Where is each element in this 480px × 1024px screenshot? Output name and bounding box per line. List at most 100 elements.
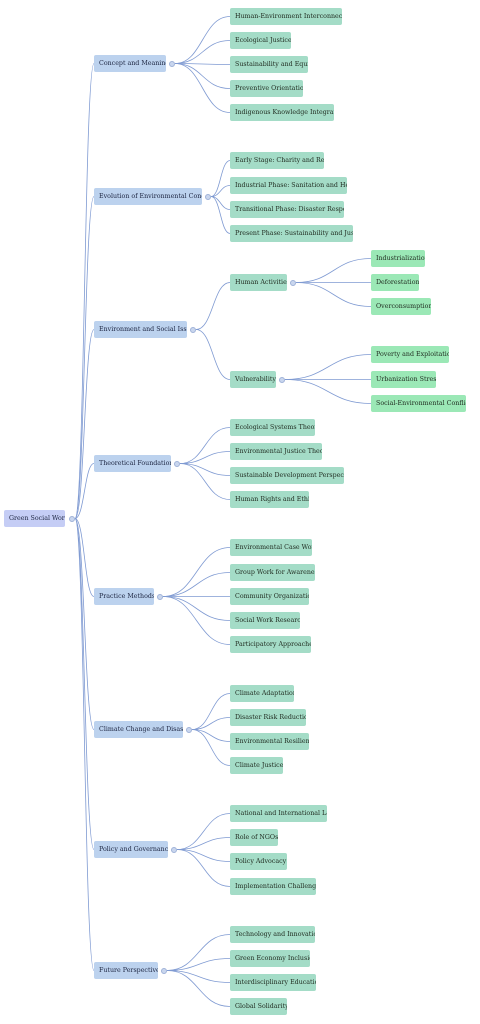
- branch-environment-and-social-issues[interactable]: Environment and Social Issues: [94, 321, 187, 338]
- branch-collapse-toggle[interactable]: [161, 967, 167, 974]
- topic-ecological-justice[interactable]: Ecological Justice: [230, 32, 291, 49]
- edge-theoretical-foundations-to-human-rights-and-ethics: [179, 463, 231, 500]
- topic-indigenous-knowledge-integration[interactable]: Indigenous Knowledge Integration: [230, 104, 334, 121]
- edge-concept-and-meaning-to-human-environment-interconnection: [174, 16, 231, 64]
- edge-policy-and-governance-to-role-of-ngos: [176, 837, 231, 850]
- edge-policy-and-governance-to-policy-advocacy: [176, 849, 231, 862]
- topic-human-activities[interactable]: Human Activities: [230, 274, 287, 291]
- edge-root-to-evolution-of-environmental-concern: [74, 196, 95, 519]
- edge-human-activities-to-industrialization: [295, 258, 372, 283]
- edge-root-to-policy-and-governance: [74, 518, 95, 850]
- edge-practice-methods-to-group-work-for-awareness: [162, 572, 231, 597]
- topic-participatory-approaches[interactable]: Participatory Approaches: [230, 636, 311, 653]
- topic-collapse-toggle[interactable]: [290, 279, 296, 286]
- topic-role-of-ngos[interactable]: Role of NGOs: [230, 829, 278, 846]
- edge-evolution-of-environmental-concern-to-industrial-phase-sanitation-and-health: [210, 185, 231, 197]
- topic-collapse-toggle[interactable]: [279, 376, 285, 383]
- edge-root-to-theoretical-foundations: [74, 463, 95, 519]
- edge-concept-and-meaning-to-indigenous-knowledge-integration: [174, 63, 231, 113]
- branch-collapse-toggle[interactable]: [205, 193, 211, 200]
- topic-interdisciplinary-education[interactable]: Interdisciplinary Education: [230, 974, 316, 991]
- edge-future-perspectives-to-green-economy-inclusion: [166, 958, 231, 971]
- edge-concept-and-meaning-to-sustainability-and-equity: [174, 63, 231, 65]
- edge-human-activities-to-overconsumption: [295, 282, 372, 307]
- branch-collapse-toggle[interactable]: [174, 460, 180, 467]
- branch-evolution-of-environmental-concern[interactable]: Evolution of Environmental Concern: [94, 188, 202, 205]
- edge-future-perspectives-to-global-solidarity: [166, 970, 231, 1007]
- topic-policy-advocacy[interactable]: Policy Advocacy: [230, 853, 287, 870]
- edge-vulnerability-to-social-environmental-conflicts: [284, 379, 372, 404]
- edge-concept-and-meaning-to-ecological-justice: [174, 40, 231, 64]
- root-collapse-toggle[interactable]: [69, 515, 75, 522]
- subtopic-urbanization-stress[interactable]: Urbanization Stress: [371, 371, 436, 388]
- topic-vulnerability[interactable]: Vulnerability: [230, 371, 276, 388]
- topic-national-and-international-laws[interactable]: National and International Laws: [230, 805, 327, 822]
- edge-theoretical-foundations-to-environmental-justice-theory: [179, 451, 231, 464]
- edge-root-to-future-perspectives: [74, 518, 95, 971]
- topic-group-work-for-awareness[interactable]: Group Work for Awareness: [230, 564, 315, 581]
- subtopic-social-environmental-conflicts[interactable]: Social-Environmental Conflicts: [371, 395, 466, 412]
- edge-policy-and-governance-to-national-and-international-laws: [176, 813, 231, 850]
- edge-root-to-climate-change-and-disasters: [74, 518, 95, 730]
- topic-present-phase-sustainability-and-justice[interactable]: Present Phase: Sustainability and Justic…: [230, 225, 353, 242]
- topic-technology-and-innovation[interactable]: Technology and Innovation: [230, 926, 315, 943]
- branch-collapse-toggle[interactable]: [190, 326, 196, 333]
- branch-policy-and-governance[interactable]: Policy and Governance: [94, 841, 168, 858]
- topic-climate-adaptation[interactable]: Climate Adaptation: [230, 685, 294, 702]
- topic-global-solidarity[interactable]: Global Solidarity: [230, 998, 287, 1015]
- topic-ecological-systems-theory[interactable]: Ecological Systems Theory: [230, 419, 315, 436]
- subtopic-industrialization[interactable]: Industrialization: [371, 250, 425, 267]
- branch-collapse-toggle[interactable]: [186, 726, 192, 733]
- edge-practice-methods-to-environmental-case-work: [162, 547, 231, 597]
- edge-root-to-practice-methods: [74, 518, 95, 597]
- branch-practice-methods[interactable]: Practice Methods: [94, 588, 154, 605]
- branch-future-perspectives[interactable]: Future Perspectives: [94, 962, 158, 979]
- edge-future-perspectives-to-interdisciplinary-education: [166, 970, 231, 983]
- subtopic-deforestation[interactable]: Deforestation: [371, 274, 419, 291]
- topic-climate-justice[interactable]: Climate Justice: [230, 757, 283, 774]
- edge-root-to-environment-and-social-issues: [74, 329, 95, 519]
- topic-industrial-phase-sanitation-and-health[interactable]: Industrial Phase: Sanitation and Health: [230, 177, 347, 194]
- topic-disaster-risk-reduction[interactable]: Disaster Risk Reduction: [230, 709, 306, 726]
- topic-sustainable-development-perspective[interactable]: Sustainable Development Perspective: [230, 467, 344, 484]
- edge-evolution-of-environmental-concern-to-present-phase-sustainability-and-justice: [210, 196, 231, 234]
- subtopic-overconsumption[interactable]: Overconsumption: [371, 298, 431, 315]
- branch-concept-and-meaning[interactable]: Concept and Meaning: [94, 55, 166, 72]
- edge-environment-and-social-issues-to-vulnerability: [195, 329, 231, 380]
- edge-climate-change-and-disasters-to-climate-adaptation: [191, 693, 231, 730]
- root-node[interactable]: Green Social Work: [4, 510, 65, 527]
- branch-collapse-toggle[interactable]: [169, 60, 175, 67]
- topic-environmental-justice-theory[interactable]: Environmental Justice Theory: [230, 443, 322, 460]
- branch-climate-change-and-disasters[interactable]: Climate Change and Disasters: [94, 721, 183, 738]
- edge-climate-change-and-disasters-to-disaster-risk-reduction: [191, 717, 231, 730]
- edge-policy-and-governance-to-implementation-challenges: [176, 849, 231, 887]
- edge-future-perspectives-to-technology-and-innovation: [166, 934, 231, 971]
- topic-social-work-research[interactable]: Social Work Research: [230, 612, 300, 629]
- topic-early-stage-charity-and-relief[interactable]: Early Stage: Charity and Relief: [230, 152, 324, 169]
- branch-theoretical-foundations[interactable]: Theoretical Foundations: [94, 455, 171, 472]
- branch-collapse-toggle[interactable]: [157, 593, 163, 600]
- edge-practice-methods-to-social-work-research: [162, 596, 231, 621]
- edge-environment-and-social-issues-to-human-activities: [195, 282, 231, 330]
- edge-theoretical-foundations-to-ecological-systems-theory: [179, 427, 231, 464]
- branch-collapse-toggle[interactable]: [171, 846, 177, 853]
- topic-human-environment-interconnection[interactable]: Human-Environment Interconnection: [230, 8, 342, 25]
- topic-community-organization[interactable]: Community Organization: [230, 588, 309, 605]
- topic-environmental-resilience[interactable]: Environmental Resilience: [230, 733, 309, 750]
- edge-root-to-concept-and-meaning: [74, 63, 95, 519]
- edge-climate-change-and-disasters-to-climate-justice: [191, 729, 231, 766]
- topic-implementation-challenges[interactable]: Implementation Challenges: [230, 878, 316, 895]
- edge-evolution-of-environmental-concern-to-early-stage-charity-and-relief: [210, 160, 231, 197]
- topic-preventive-orientation[interactable]: Preventive Orientation: [230, 80, 303, 97]
- subtopic-poverty-and-exploitation[interactable]: Poverty and Exploitation: [371, 346, 449, 363]
- topic-environmental-case-work[interactable]: Environmental Case Work: [230, 539, 312, 556]
- topic-green-economy-inclusion[interactable]: Green Economy Inclusion: [230, 950, 310, 967]
- topic-human-rights-and-ethics[interactable]: Human Rights and Ethics: [230, 491, 309, 508]
- edge-practice-methods-to-participatory-approaches: [162, 596, 231, 645]
- edge-vulnerability-to-poverty-and-exploitation: [284, 354, 372, 380]
- topic-sustainability-and-equity[interactable]: Sustainability and Equity: [230, 56, 308, 73]
- topic-transitional-phase-disaster-response[interactable]: Transitional Phase: Disaster Response: [230, 201, 344, 218]
- edge-concept-and-meaning-to-preventive-orientation: [174, 63, 231, 89]
